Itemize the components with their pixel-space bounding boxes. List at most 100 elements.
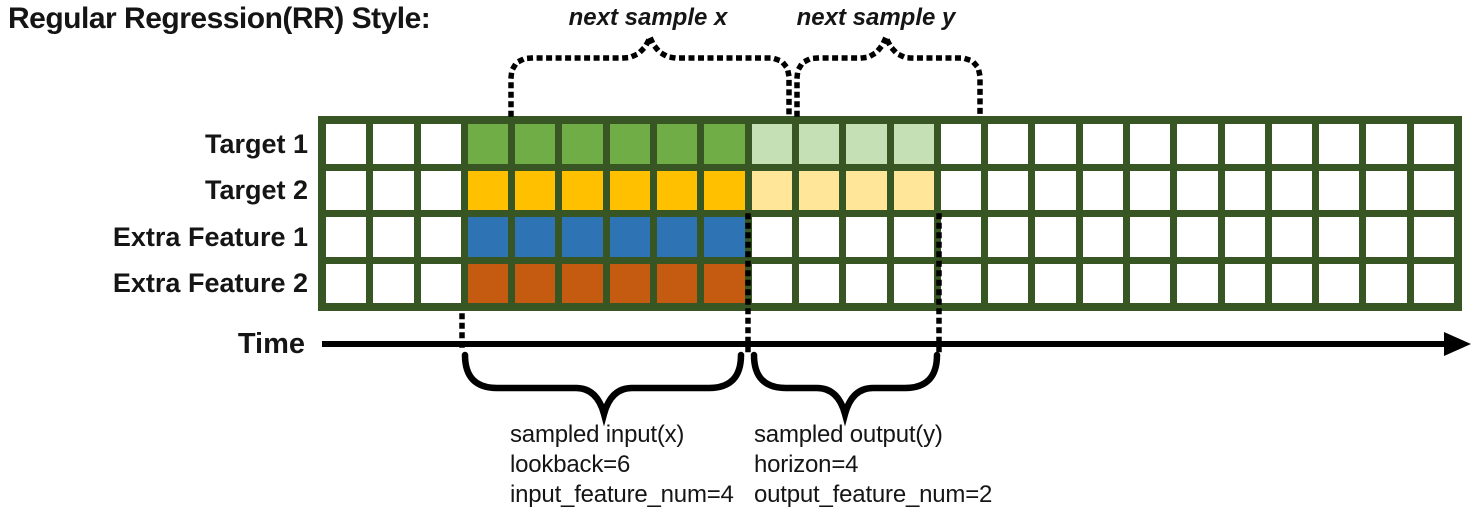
- grid-cell: [1366, 217, 1407, 257]
- grid-cell: [1177, 263, 1218, 303]
- timeseries-grid: [318, 116, 1462, 311]
- grid-cell: [467, 263, 509, 303]
- grid-cell: [893, 124, 934, 164]
- grid-cell: [1177, 124, 1218, 164]
- grid-cell: [467, 170, 509, 210]
- grid-cell: [1319, 217, 1360, 257]
- grid-cell: [893, 170, 934, 210]
- grid-cell: [846, 170, 887, 210]
- grid-cell: [1271, 263, 1313, 303]
- grid-cell: [1035, 263, 1076, 303]
- grid-cell: [420, 170, 461, 210]
- next-sample-x-label: next sample x: [568, 4, 728, 31]
- grid-cell: [1413, 170, 1454, 210]
- grid-cell: [988, 124, 1029, 164]
- grid-cell: [846, 124, 887, 164]
- sampled-output-title: sampled output(y): [754, 421, 943, 448]
- grid-cell: [657, 124, 698, 164]
- grid-cell: [1035, 124, 1076, 164]
- grid-cell: [1413, 263, 1454, 303]
- grid-cell: [1224, 124, 1265, 164]
- grid-cell: [893, 263, 934, 303]
- grid-cell: [373, 170, 414, 210]
- grid-cell: [798, 124, 840, 164]
- grid-cell: [1035, 217, 1076, 257]
- grid-cell: [940, 263, 982, 303]
- grid-cell: [1271, 170, 1313, 210]
- sampled-input-brace: [461, 351, 745, 427]
- grid-cell: [1177, 170, 1218, 210]
- grid-cell: [1082, 124, 1123, 164]
- grid-cell: [1082, 217, 1123, 257]
- grid-cell: [1224, 170, 1265, 210]
- grid-cell: [1319, 124, 1360, 164]
- grid-cell: [1271, 217, 1313, 257]
- grid-cell: [609, 263, 651, 303]
- page-title: Regular Regression(RR) Style:: [8, 2, 431, 35]
- grid-cell: [1129, 263, 1171, 303]
- grid-cell: [846, 263, 887, 303]
- sampled-input-title: sampled input(x): [510, 421, 685, 448]
- grid-cell: [798, 170, 840, 210]
- grid-cell: [609, 170, 651, 210]
- grid-cell: [326, 217, 367, 257]
- grid-cell: [1319, 263, 1360, 303]
- grid-cell: [420, 124, 461, 164]
- grid-cell: [988, 170, 1029, 210]
- grid-cell: [988, 217, 1029, 257]
- grid-cell: [798, 217, 840, 257]
- row-label-extra-feature-1: Extra Feature 1: [112, 222, 308, 252]
- grid-cell: [420, 217, 461, 257]
- grid-cell: [657, 170, 698, 210]
- grid-cell: [373, 124, 414, 164]
- grid-cell: [609, 124, 651, 164]
- row-label-target-1: Target 1: [204, 129, 308, 159]
- grid-cell: [467, 217, 509, 257]
- grid-cell: [988, 263, 1029, 303]
- grid-cell: [704, 263, 745, 303]
- grid-cell: [704, 124, 745, 164]
- sampled-output-annotation: sampled output(y) horizon=4 output_featu…: [754, 420, 992, 510]
- grid-cell: [1082, 170, 1123, 210]
- grid-cell: [373, 217, 414, 257]
- grid-cell: [326, 170, 367, 210]
- time-arrow-head: [1444, 332, 1471, 356]
- grid-cell: [940, 217, 982, 257]
- grid-cell: [1082, 263, 1123, 303]
- row-label-target-2: Target 2: [204, 175, 308, 205]
- grid-cell: [1035, 170, 1076, 210]
- grid-cell: [1366, 263, 1407, 303]
- grid-cell: [515, 217, 556, 257]
- grid-cell: [515, 170, 556, 210]
- grid-cell: [373, 263, 414, 303]
- next-sample-y-brace: [794, 29, 983, 117]
- grid-cell: [562, 263, 603, 303]
- grid-cell: [751, 263, 792, 303]
- grid-cell: [1319, 170, 1360, 210]
- next-sample-y-label: next sample y: [796, 4, 956, 31]
- grid-cell: [562, 217, 603, 257]
- grid-cell: [751, 170, 792, 210]
- grid-cell: [1366, 124, 1407, 164]
- grid-cell: [1413, 124, 1454, 164]
- row-label-extra-feature-2: Extra Feature 2: [112, 268, 308, 298]
- horizon-value: horizon=4: [754, 451, 859, 478]
- output-feature-num-value: output_feature_num=2: [754, 481, 993, 508]
- grid-cell: [1224, 217, 1265, 257]
- grid-cell: [326, 263, 367, 303]
- time-axis-label: Time: [237, 328, 305, 360]
- grid-cell: [893, 217, 934, 257]
- grid-cell: [940, 124, 982, 164]
- grid-cell: [751, 217, 792, 257]
- grid-cell: [704, 217, 745, 257]
- grid-cell: [1413, 217, 1454, 257]
- grid-cell: [1224, 263, 1265, 303]
- grid-cell: [657, 217, 698, 257]
- grid-cell: [467, 124, 509, 164]
- sampled-output-brace: [750, 351, 941, 427]
- grid-cell: [515, 124, 556, 164]
- grid-cell: [1129, 217, 1171, 257]
- grid-cell: [420, 263, 461, 303]
- grid-cell: [562, 124, 603, 164]
- grid-cell: [798, 263, 840, 303]
